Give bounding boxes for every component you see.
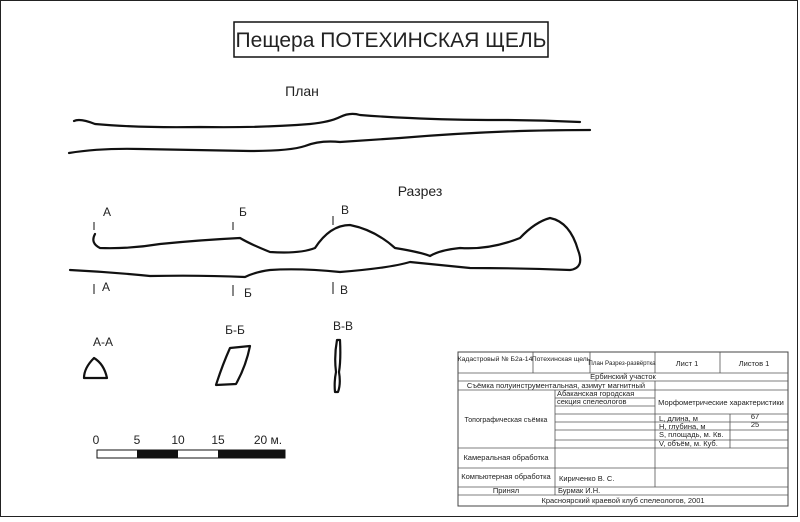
marker-v-bottom: В: [340, 283, 348, 297]
cave-name: Потехинская щель: [532, 356, 591, 363]
sheet-type: План Разрез-развёртка: [588, 360, 656, 367]
title-block: Кадастровый № Б2а-14 Потехинская щель Пл…: [457, 351, 789, 507]
cameral-label: Камеральная обработка: [463, 453, 549, 462]
sheets-total: Листов 1: [739, 359, 770, 368]
marker-b-bottom: Б: [244, 286, 252, 300]
survey-type: Съёмка полуинструментальная, азимут магн…: [467, 381, 645, 390]
cross-section-bb: [214, 344, 252, 387]
scale-bar: 0 5 10 15 20 м.: [93, 433, 286, 459]
scale-tick-label: 0: [93, 433, 100, 447]
scale-tick-label: 5: [134, 433, 141, 447]
scale-tick-label: 10: [171, 433, 185, 447]
volume-label: V, объём, м. Куб.: [659, 439, 718, 448]
marker-a-bottom: А: [102, 280, 110, 294]
cadastral-label: Кадастровый № Б2а-14: [458, 355, 533, 363]
section-label: Разрез: [398, 183, 443, 199]
title-box: [233, 21, 549, 58]
cross-section-aa-label: А-А: [93, 335, 113, 349]
accepted-label: Принял: [493, 486, 519, 495]
depth-value: 25: [751, 420, 759, 429]
cross-section-aa: [82, 356, 109, 380]
plan-label: План: [285, 83, 319, 99]
computer-name: Кириченко В. С.: [559, 474, 614, 483]
plan-drawing: [67, 112, 592, 155]
page-title: Пещера ПОТЕХИНСКАЯ ЩЕЛЬ: [236, 29, 547, 52]
cross-section-vv: [333, 338, 342, 394]
computer-label: Компьютерная обработка: [461, 472, 551, 481]
marker-b-top: Б: [239, 205, 247, 219]
cross-section-vv-label: В-В: [333, 319, 353, 333]
accepted-name: Бурмак И.Н.: [558, 486, 600, 495]
area-name: Ербинский участок: [590, 372, 656, 381]
length-label: L, длина, м: [659, 414, 698, 423]
footer-credit: Красноярский краевой клуб спелеологов, 2…: [541, 496, 704, 505]
section-markers: А Б В А Б В: [93, 203, 349, 300]
length-value: 67: [751, 412, 759, 421]
marker-a-top: А: [103, 205, 111, 219]
scale-tick-label: 15: [211, 433, 225, 447]
area-measure-label: S, площадь, м. Кв.: [659, 430, 723, 439]
marker-v-top: В: [341, 203, 349, 217]
morphometry-title: Морфометрические характеристики: [658, 398, 784, 407]
topo-survey-label: Топографическая съёмка: [465, 417, 548, 424]
scale-tick-label: 20 м.: [254, 433, 282, 447]
cross-section-bb-label: Б-Б: [225, 323, 245, 337]
sheet-number: Лист 1: [676, 359, 699, 368]
org-line-2: секция спелеологов: [557, 397, 626, 406]
section-drawing: [68, 216, 582, 279]
org-line-1: Абаканская городская: [557, 389, 634, 398]
depth-label: H, глубина, м: [659, 422, 706, 431]
